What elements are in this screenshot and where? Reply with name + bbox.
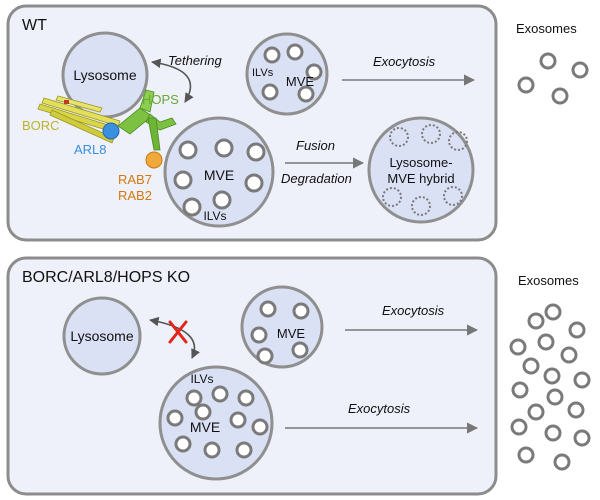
exosomes-bottom (509, 303, 591, 471)
ko-mve-top-label: MVE (277, 326, 306, 341)
rab-protein (145, 151, 163, 169)
lysosome-mve-hybrid (367, 116, 475, 224)
exosomes-bottom-label: Exosomes (518, 273, 579, 288)
arl8-label: ARL8 (74, 142, 107, 157)
hops-complex (117, 89, 177, 151)
borc-complex (37, 95, 121, 144)
hybrid-label-line2: MVE hybrid (387, 171, 454, 186)
ko-exocytosis-bottom-label: Exocytosis (348, 401, 411, 416)
wt-mve-ilvs-label: ILVs (203, 209, 226, 223)
exosomes-top (517, 52, 589, 105)
rab7-label: RAB7 (118, 172, 152, 187)
wt-lysosome-label: Lysosome (73, 67, 137, 83)
wt-degradation-label: Degradation (281, 171, 352, 186)
ko-exocytosis-top-label: Exocytosis (382, 303, 445, 318)
hops-label: HOPS (142, 92, 179, 107)
wt-tethering-label: Tethering (168, 53, 222, 68)
ko-lysosome-label: Lysosome (70, 328, 134, 344)
ko-panel-title: BORC/ARL8/HOPS KO (22, 269, 190, 286)
wt-mve-ilvs (173, 138, 266, 217)
wt-fusion-label: Fusion (296, 138, 335, 153)
ko-mve-ilvs (166, 385, 269, 459)
wt-mve-top-label: MVE (286, 74, 315, 89)
rab2-label: RAB2 (118, 188, 152, 203)
wt-exocytosis-label: Exocytosis (373, 54, 436, 69)
ko-mve-label: MVE (190, 419, 220, 435)
hybrid-degraded-ilvs (382, 124, 468, 216)
wt-mve-top-ilvs (261, 43, 323, 103)
ko-mve-top-ilvs (250, 300, 310, 365)
exosomes-top-label: Exosomes (516, 21, 577, 36)
block-x-icon (168, 320, 188, 344)
arl8-protein (102, 122, 120, 140)
wt-mve-top-ilvs-label: ILVs (252, 67, 274, 79)
wt-mve-label: MVE (204, 167, 234, 183)
hybrid-label-line1: Lysosome- (389, 155, 452, 170)
borc-label: BORC (22, 118, 60, 133)
ko-lysosome (62, 296, 142, 376)
wt-panel-title: WT (22, 17, 47, 34)
ko-mve-ilvs-label: ILVs (190, 372, 213, 386)
ko-blocked-tethering-arrow (149, 316, 200, 359)
wt-tethering-arrow (151, 58, 194, 103)
